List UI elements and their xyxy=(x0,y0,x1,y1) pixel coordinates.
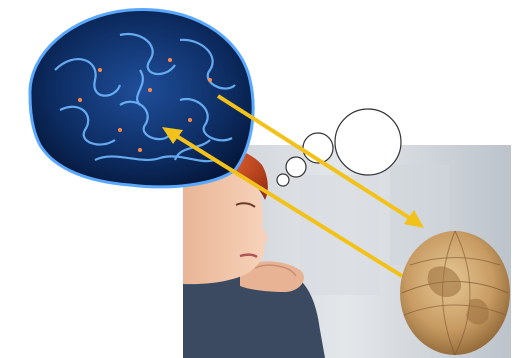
thought-bubble-tiny xyxy=(277,174,289,186)
globe xyxy=(400,231,510,355)
thought-bubble-large xyxy=(335,109,401,175)
thought-bubble-small xyxy=(286,157,306,177)
